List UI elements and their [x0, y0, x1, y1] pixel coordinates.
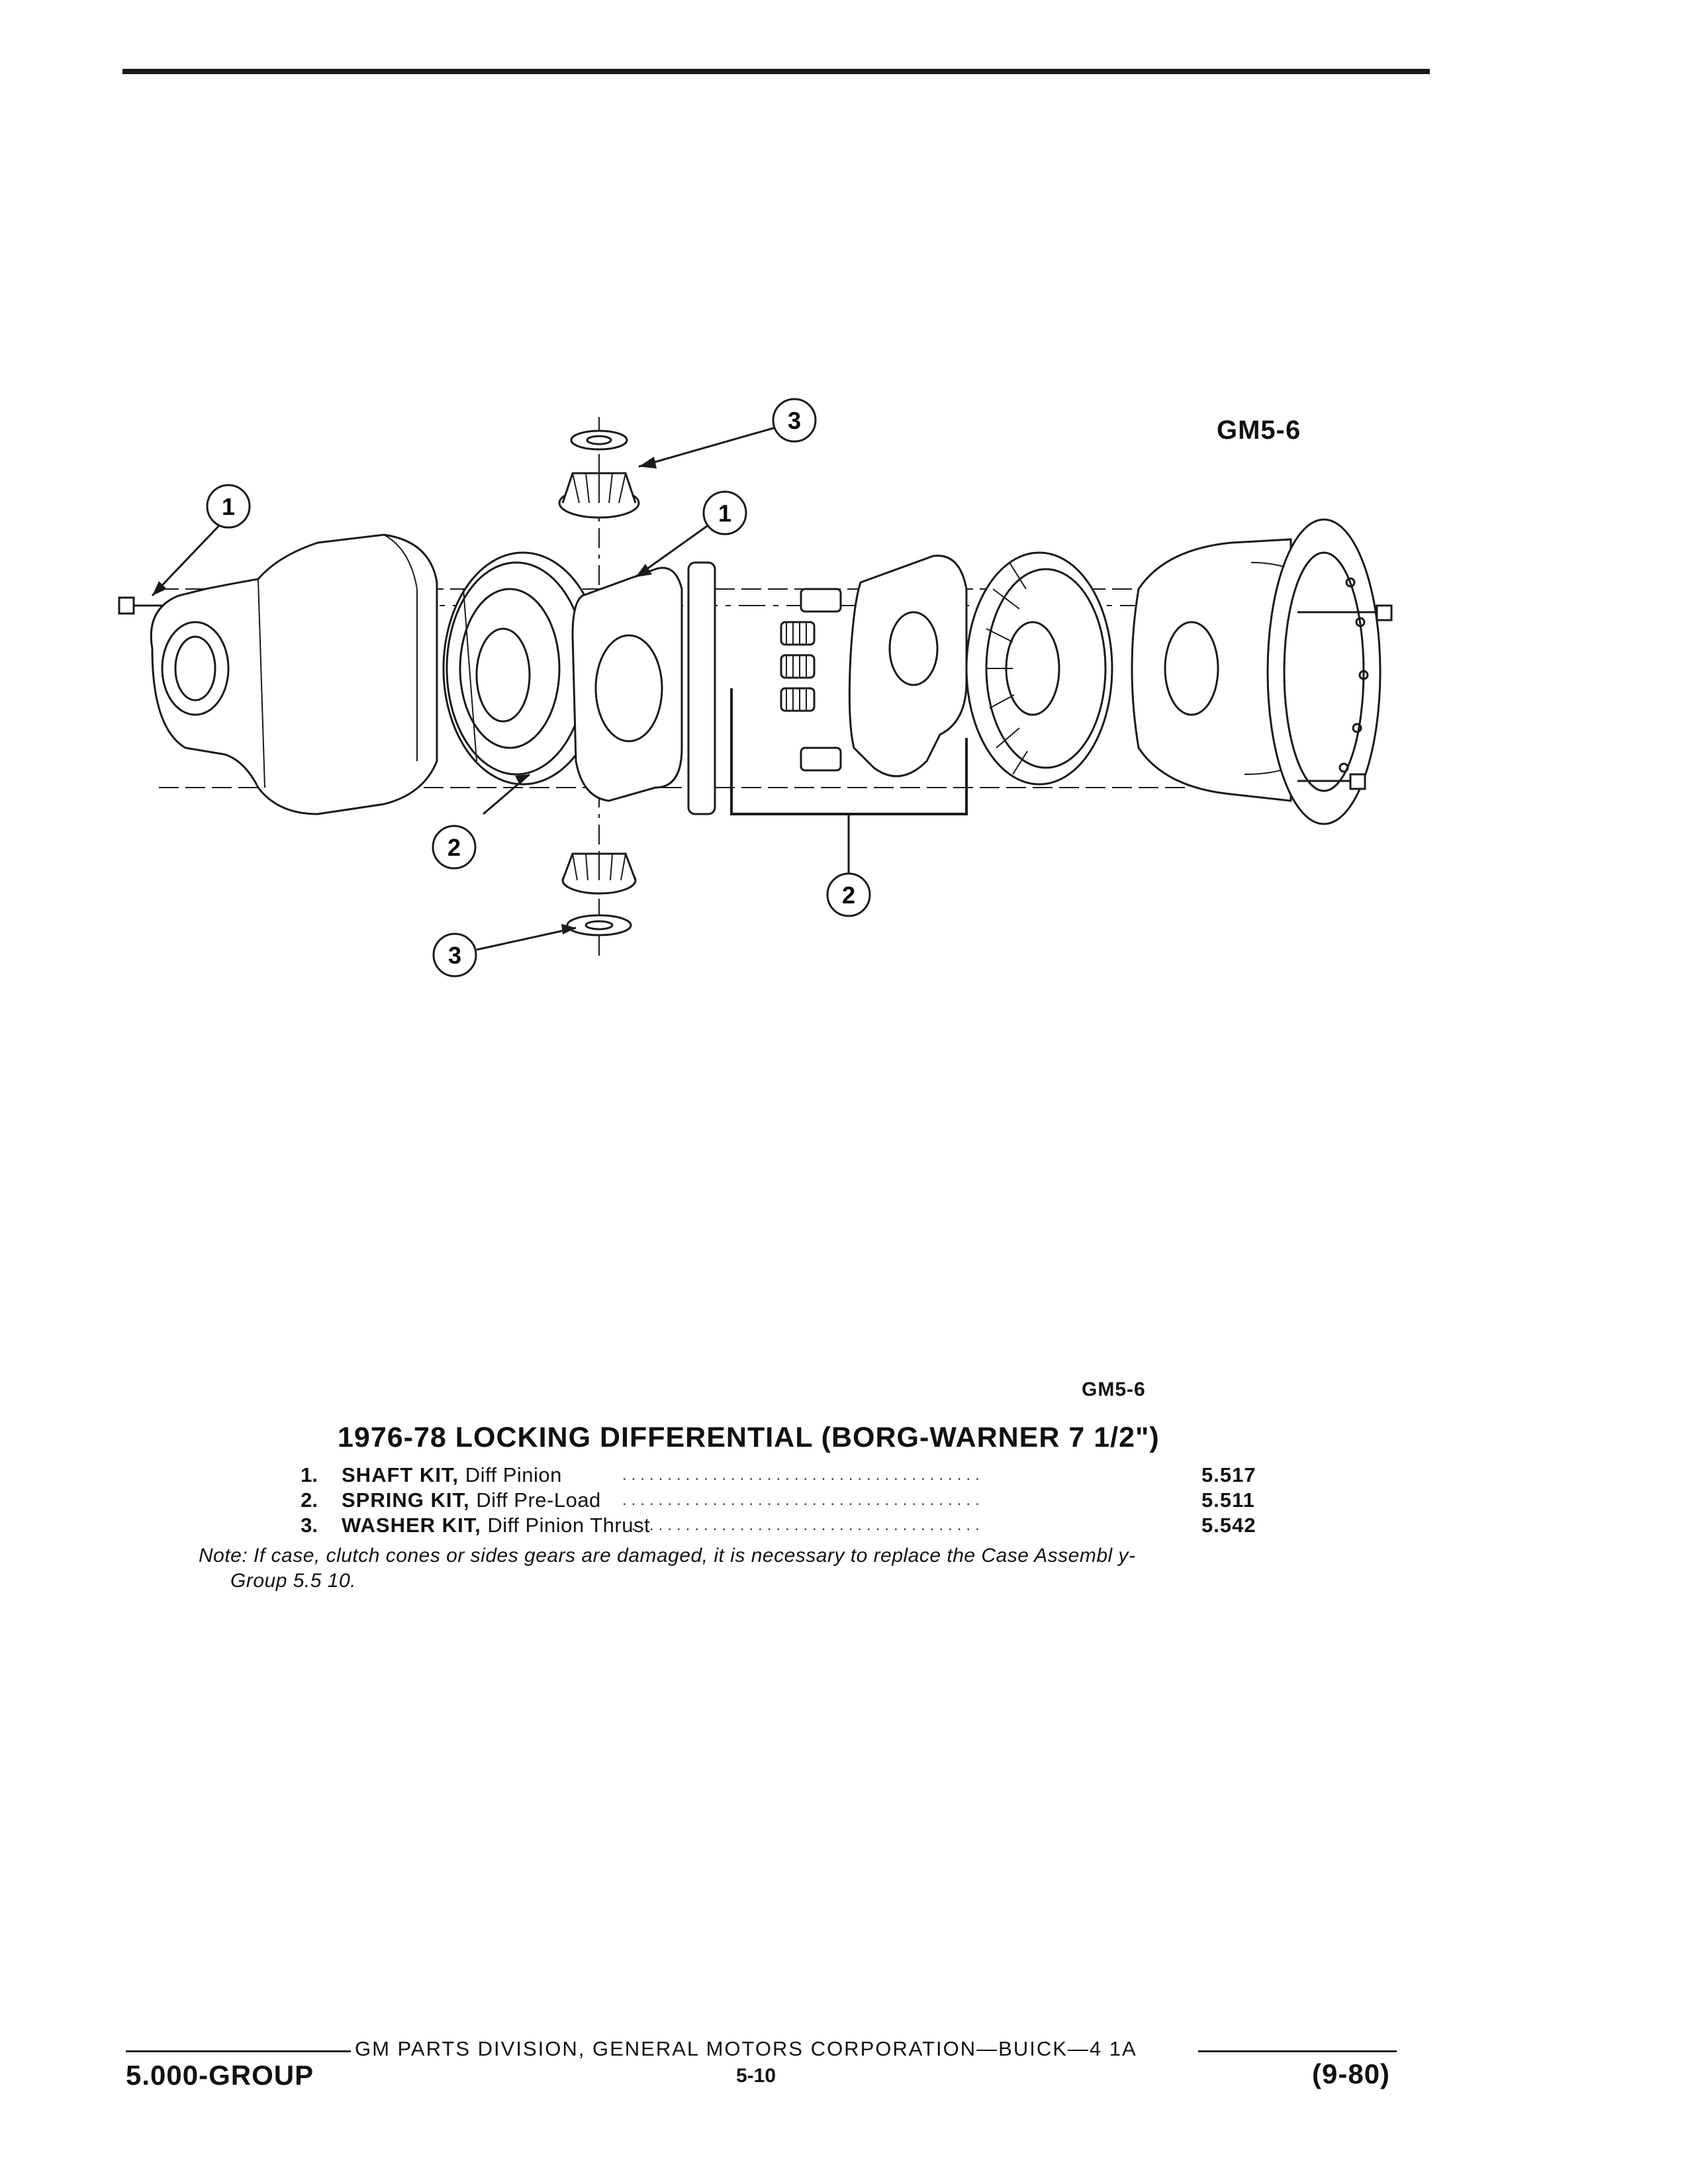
part-group-number: 5.511 — [1201, 1488, 1255, 1512]
figure-id-top: GM5-6 — [1217, 416, 1301, 445]
leader-shaft-center — [635, 522, 712, 578]
part-row-washer-kit: 3. WASHER KIT, Diff Pinion Thrust ......… — [291, 1513, 1271, 1538]
part-group-number: 5.542 — [1201, 1514, 1256, 1537]
right-bolts — [1297, 604, 1393, 790]
leader-shaft-left — [151, 522, 223, 597]
bottom-pinion-gear — [561, 852, 637, 895]
parts-list: 1. SHAFT KIT, Diff Pinion ..............… — [291, 1463, 1271, 1538]
part-description: Diff Pinion Thrust — [487, 1514, 651, 1537]
top-pinion-gear — [558, 472, 640, 519]
note-line-2: Group 5.5 10. — [230, 1570, 356, 1592]
footer-group: 5.000-GROUP — [126, 2060, 314, 2091]
top-rule — [122, 69, 1430, 74]
note-line-1: Note: If case, clutch cones or sides gea… — [199, 1545, 1136, 1567]
exploded-diagram: 1 1 3 2 2 3 — [106, 390, 1443, 986]
side-gear — [965, 551, 1113, 786]
leader-dots: ........................................ — [622, 1466, 984, 1484]
callout-washer-top: 3 — [772, 398, 817, 443]
footer-rule-right — [1198, 2050, 1397, 2052]
right-pinion-plate — [848, 555, 968, 778]
part-row-shaft-kit: 1. SHAFT KIT, Diff Pinion ..............… — [291, 1463, 1271, 1488]
part-group-number: 5.517 — [1201, 1463, 1256, 1486]
callout-shaft-left: 1 — [206, 484, 251, 529]
replacement-note: Note: If case, clutch cones or sides gea… — [199, 1543, 1337, 1594]
part-number: 1. — [301, 1463, 318, 1486]
svg-text:3: 3 — [788, 407, 801, 434]
part-name: SHAFT KIT, Diff Pinion — [342, 1463, 562, 1486]
footer-division: GM PARTS DIVISION, GENERAL MOTORS CORPOR… — [355, 2037, 1137, 2060]
leader-dots: ........................................ — [622, 1516, 984, 1534]
svg-text:3: 3 — [448, 942, 461, 969]
top-thrust-washer — [570, 430, 628, 451]
leader-washer-top — [638, 426, 778, 468]
part-name: SPRING KIT, Diff Pre-Load — [342, 1488, 601, 1512]
footer-rule-left — [126, 2050, 351, 2052]
svg-text:1: 1 — [222, 493, 235, 520]
part-description: Diff Pre-Load — [476, 1488, 601, 1512]
svg-text:2: 2 — [447, 834, 461, 861]
leader-washer-bottom — [476, 927, 577, 951]
caption-title: 1976-78 LOCKING DIFFERENTIAL (BORG-WARNE… — [338, 1422, 1160, 1453]
callout-washer-bottom: 3 — [432, 933, 477, 978]
part-name: WASHER KIT, Diff Pinion Thrust — [342, 1514, 651, 1537]
svg-text:2: 2 — [842, 882, 855, 909]
figure-id-bottom: GM5-6 — [1082, 1379, 1146, 1400]
left-pinion-plate — [571, 567, 683, 802]
callout-spring-bracket: 2 — [826, 872, 871, 917]
footer-date: (9-80) — [1312, 2058, 1391, 2089]
part-number: 3. — [301, 1514, 318, 1537]
left-case-half — [150, 533, 438, 815]
svg-text:1: 1 — [718, 500, 731, 527]
pinion-shaft — [687, 561, 716, 815]
part-number: 2. — [301, 1488, 318, 1512]
differential-illustration: 1 1 3 2 2 3 — [118, 398, 1393, 978]
leader-dots: ........................................ — [622, 1491, 984, 1509]
footer-page-number: 5-10 — [736, 2065, 776, 2087]
callout-shaft-center: 1 — [702, 490, 747, 535]
right-case-half — [1131, 518, 1382, 825]
preload-springs — [780, 588, 842, 772]
part-description: Diff Pinion — [465, 1463, 562, 1486]
callout-spring-left: 2 — [432, 825, 477, 870]
bottom-thrust-washer — [566, 914, 632, 936]
part-row-spring-kit: 2. SPRING KIT, Diff Pre-Load ...........… — [291, 1488, 1271, 1513]
